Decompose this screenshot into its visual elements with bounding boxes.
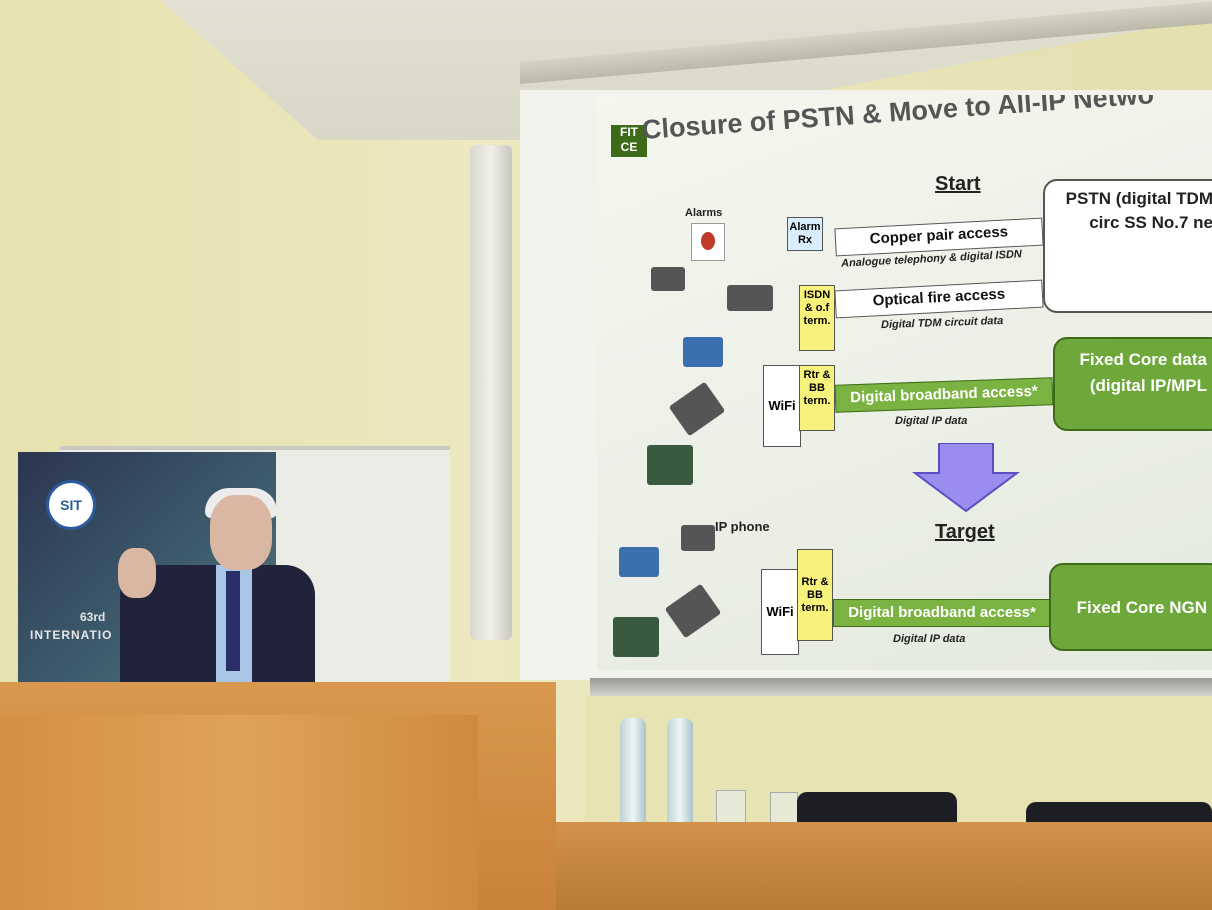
target-label: Target (935, 521, 995, 543)
smartphone-icon-2 (664, 583, 722, 639)
alarm-rx-box: Alarm Rx (787, 217, 823, 251)
water-bottle-2 (667, 718, 693, 828)
presentation-slide: FIT CE Closure of PSTN & Move to All-IP … (597, 95, 1212, 670)
tie (226, 571, 240, 671)
tv-icon-2 (613, 617, 659, 657)
water-bottle-1 (620, 718, 646, 828)
desk-phone-icon (727, 285, 773, 311)
banner-line-2: INTERNATIO (30, 628, 113, 642)
ip-phone-label: IP phone (715, 519, 770, 534)
speaker-hand (118, 548, 156, 598)
laptop-icon (683, 337, 723, 367)
table (490, 822, 1212, 910)
slide-logo: FIT CE (611, 125, 647, 157)
optical-access-bar: Optical fire access (834, 279, 1044, 319)
pstn-box (1043, 179, 1212, 313)
start-label: Start (935, 173, 981, 195)
tv-icon (647, 445, 693, 485)
isdn-term-box: ISDN & o.f term. (799, 285, 835, 351)
fixed-core-data-box: Fixed Core data (digital IP/MPL (1053, 337, 1212, 431)
speaker-column (470, 145, 512, 640)
ip-phone-icon (681, 525, 715, 551)
pstn-text: PSTN (digital TDM circ SS No.7 ne (1065, 189, 1212, 232)
broadband-1-sub: Digital IP data (895, 415, 968, 427)
alarm-icon (691, 223, 725, 261)
fixed-core-ngn-box: Fixed Core NGN (1049, 563, 1212, 651)
optical-access-sub: Digital TDM circuit data (880, 314, 1004, 332)
down-arrow (911, 443, 1021, 513)
wifi-box-2: WiFi (761, 569, 799, 655)
laptop-icon-2 (619, 547, 659, 577)
broadband-2-sub: Digital IP data (893, 633, 966, 645)
rtr-bb-box-1: Rtr & BB term. (799, 365, 835, 431)
podium-front (0, 715, 478, 910)
speaker-head (210, 495, 272, 570)
banner-line-1: 63rd (80, 610, 106, 624)
telephone-icon (651, 267, 685, 291)
wifi-box-1: WiFi (763, 365, 801, 447)
slide-title: Closure of PSTN & Move to All-IP Netwo (641, 95, 1155, 145)
smartphone-icon (668, 381, 726, 437)
broadband-bar-2: Digital broadband access* (833, 599, 1051, 627)
sit-logo: SIT (46, 480, 96, 530)
rtr-bb-box-2: Rtr & BB term. (797, 549, 833, 641)
broadband-bar-1: Digital broadband access* (834, 377, 1054, 413)
alarms-label: Alarms (685, 207, 723, 219)
screen-rail (590, 678, 1212, 696)
